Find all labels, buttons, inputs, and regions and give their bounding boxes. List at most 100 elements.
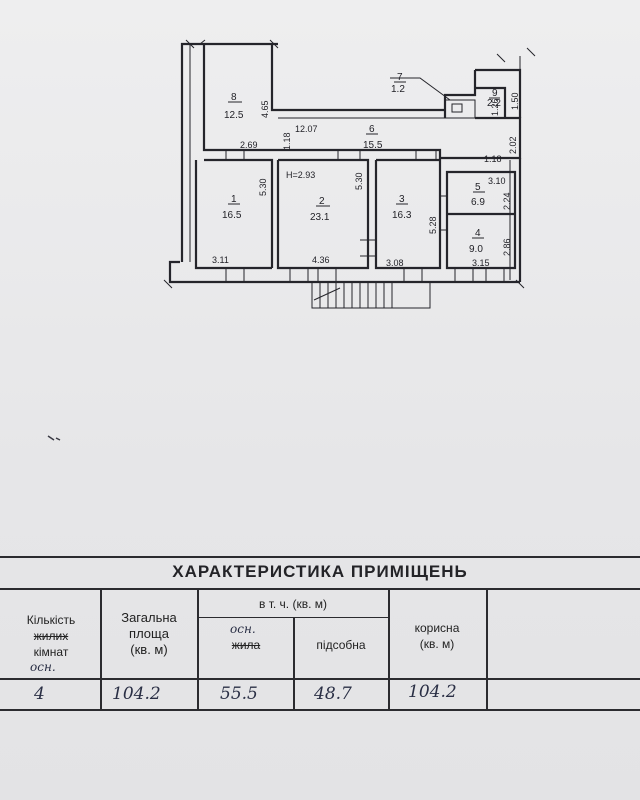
header-useful-line2: (кв. м) — [419, 637, 455, 651]
window — [289, 267, 309, 283]
dimension-label: 3.11 — [212, 255, 229, 265]
pen-mark — [47, 435, 61, 441]
room-number: 6 — [369, 124, 375, 135]
dimension-label: 3.08 — [386, 258, 404, 268]
room-area: 12.5 — [224, 110, 244, 121]
handwritten-correction-rooms: осн. — [30, 660, 56, 674]
header-total-line3: (кв. м) — [130, 642, 168, 657]
sink-fixture — [445, 99, 476, 119]
value-useful: 104.2 — [408, 682, 457, 702]
door-opening — [360, 195, 447, 257]
toilet-fixture — [451, 103, 463, 113]
room-number: 3 — [399, 194, 405, 205]
table-subheader-border — [198, 617, 388, 619]
value-auxiliary: 48.7 — [314, 684, 352, 704]
dimension-label: 5.28 — [428, 216, 438, 234]
dimension-label: 1.18 — [282, 132, 292, 150]
room-area: 1.2 — [391, 84, 405, 95]
header-useful: корисна (кв. м) — [390, 620, 484, 652]
plan-wall — [374, 158, 442, 270]
plan-tick — [199, 39, 521, 70]
dimension-label: 4.36 — [312, 255, 330, 265]
number-underline — [228, 81, 500, 239]
table-col-divider — [197, 588, 199, 710]
plan-tick — [163, 39, 536, 289]
window — [485, 267, 505, 283]
room-area: 6.9 — [471, 197, 485, 208]
header-total-line1: Загальна — [121, 610, 177, 625]
leader-line — [390, 77, 451, 101]
room-number: 7 — [397, 72, 403, 83]
header-total-area: Загальна площа (кв. м) — [104, 610, 194, 658]
plan-wall — [204, 158, 274, 268]
dimension-label: 1.26 — [490, 98, 500, 116]
stair-steps — [319, 282, 393, 308]
dimension-label: 3.10 — [488, 176, 506, 186]
dimension-label: 2.02 — [508, 136, 518, 154]
header-useful-line1: корисна — [414, 621, 460, 635]
table-col-divider — [100, 588, 102, 710]
dimension-label: 2.24 — [502, 192, 512, 210]
header-rooms-struck-word: жилих — [33, 629, 69, 643]
table-col-divider — [388, 588, 390, 710]
table-title: ХАРАКТЕРИСТИКА ПРИМІЩЕНЬ — [172, 562, 468, 581]
plan-wall — [270, 44, 445, 112]
plan-wall — [443, 70, 477, 118]
floor-plan: 8 12.5 1 16.5 2 23.1 3 16.3 4 9.0 5 6.9 … — [47, 39, 536, 441]
room-area: 2.2 — [487, 98, 501, 109]
table-col-divider — [293, 617, 295, 710]
table-bottom-border — [0, 709, 640, 711]
plan-wall — [474, 86, 507, 118]
room-area: 16.3 — [392, 210, 412, 221]
room-number: 2 — [319, 196, 325, 207]
window — [454, 267, 474, 283]
handwritten-correction-living: осн. — [230, 622, 256, 636]
room-number: 1 — [231, 194, 237, 205]
header-living: жила — [231, 638, 261, 652]
room-area: 16.5 — [222, 210, 242, 221]
window — [317, 267, 337, 283]
stairs — [311, 281, 431, 309]
room-number: 9 — [492, 88, 498, 99]
room-number: 8 — [231, 92, 237, 103]
table-top-border — [0, 556, 640, 558]
room-number: 5 — [475, 182, 481, 193]
value-total-area: 104.2 — [112, 684, 161, 704]
header-rooms-line1: Кількість — [26, 613, 76, 627]
room-number: 4 — [475, 228, 481, 239]
dimension-label: 5.30 — [258, 178, 268, 196]
dimension-label: 2.69 — [240, 140, 258, 150]
room-area: 15.5 — [363, 140, 383, 151]
header-total-line2: площа — [129, 626, 169, 641]
door-opening — [225, 150, 437, 160]
plan-wall — [180, 42, 278, 262]
window — [403, 267, 423, 283]
table-header-border — [0, 588, 640, 590]
dimension-label: 1.18 — [484, 154, 502, 164]
plan-wall — [194, 160, 272, 270]
plan-wall — [202, 44, 272, 152]
value-rooms: 4 — [34, 684, 45, 704]
header-auxiliary: підсобна — [316, 638, 366, 652]
dimension-label: 12.07 — [295, 124, 318, 134]
dimension-label: 2.86 — [502, 238, 512, 256]
value-living: 55.5 — [220, 684, 258, 704]
header-rooms: Кількість жилих кімнат — [6, 612, 96, 660]
dimension-label: 3.15 — [472, 258, 490, 268]
window — [225, 267, 245, 283]
header-rooms-line3: кімнат — [33, 645, 69, 659]
header-group: в т. ч. (кв. м) — [259, 597, 327, 611]
room-area: 9.0 — [469, 244, 483, 255]
dimension-label: 5.30 — [354, 172, 364, 190]
table-row-border — [0, 678, 640, 680]
plan-wall — [445, 170, 517, 270]
stair-arrow — [313, 287, 341, 301]
dimension-label: H=2.93 — [286, 170, 315, 180]
room-area: 23.1 — [310, 212, 330, 223]
plan-wall — [272, 116, 522, 160]
dimension-label: 1.50 — [510, 92, 520, 110]
plan-wall — [168, 260, 520, 284]
table-col-divider — [486, 588, 488, 710]
dimension-label: 4.65 — [260, 100, 270, 118]
